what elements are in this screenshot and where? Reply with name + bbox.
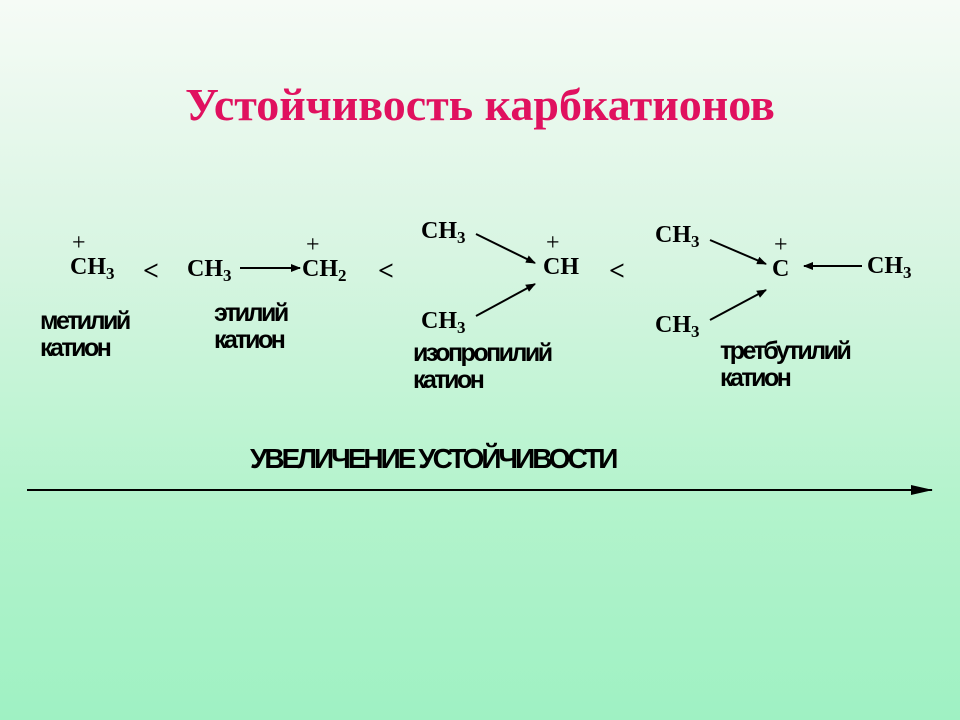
isopropyl-bottom-arrow <box>475 283 536 317</box>
tertbutyl-substituent-top: CH3 <box>655 222 700 252</box>
comparator-2: < <box>378 256 394 287</box>
isopropyl-bottom-group: CH <box>421 308 457 334</box>
methyl-name: метилий катион <box>40 307 131 362</box>
methyl-subscript: 3 <box>106 264 115 283</box>
methyl-charge: + <box>72 230 86 256</box>
ethyl-center: CH2 <box>302 256 347 286</box>
trend-label: УВЕЛИЧЕНИЕ УСТОЙЧИВОСТИ <box>250 443 618 474</box>
ethyl-center-subscript: 2 <box>338 266 347 285</box>
tertbutyl-name-line2: катион <box>720 364 792 392</box>
isopropyl-top-arrow <box>475 233 536 264</box>
ethyl-charge: + <box>306 232 320 258</box>
methyl-name-line2: катион <box>40 334 112 362</box>
tertbutyl-substituent-right: CH3 <box>867 253 912 283</box>
ethyl-name: этилий катион <box>214 299 289 354</box>
methyl-formula: CH3 <box>70 254 115 284</box>
tertbutyl-substituent-bottom: CH3 <box>655 312 700 342</box>
ethyl-substituent-group: CH <box>187 256 223 282</box>
isopropyl-name-line1: изопропилий <box>413 339 553 367</box>
tertbutyl-name-line1: третбутилий <box>720 337 852 365</box>
methyl-group: CH <box>70 254 106 280</box>
ethyl-substituent-subscript: 3 <box>223 266 232 285</box>
ethyl-name-line1: этилий <box>214 299 289 327</box>
tertbutyl-right-subscript: 3 <box>903 263 912 282</box>
isopropyl-bottom-subscript: 3 <box>457 318 466 337</box>
isopropyl-top-subscript: 3 <box>457 228 466 247</box>
tertbutyl-center: C <box>772 256 790 282</box>
isopropyl-charge: + <box>546 230 560 256</box>
isopropyl-substituent-bottom: CH3 <box>421 308 466 338</box>
comparator-3: < <box>609 256 625 287</box>
tertbutyl-bottom-group: CH <box>655 312 691 338</box>
tertbutyl-charge: + <box>774 232 788 258</box>
ethyl-center-group: CH <box>302 256 338 282</box>
isopropyl-substituent-top: CH3 <box>421 218 466 248</box>
comparator-1: < <box>143 256 159 287</box>
tertbutyl-bottom-arrow <box>709 289 767 321</box>
ethyl-name-line2: катион <box>214 326 286 354</box>
tertbutyl-top-group: CH <box>655 222 691 248</box>
tertbutyl-top-subscript: 3 <box>691 232 700 251</box>
tertbutyl-right-group: CH <box>867 253 903 279</box>
methyl-name-line1: метилий <box>40 307 131 335</box>
isopropyl-name: изопропилий катион <box>413 339 553 394</box>
ethyl-substituent: CH3 <box>187 256 232 286</box>
isopropyl-top-group: CH <box>421 218 457 244</box>
isopropyl-name-line2: катион <box>413 366 485 394</box>
tertbutyl-top-arrow <box>709 239 767 265</box>
isopropyl-center: CH <box>543 254 579 280</box>
slide-title: Устойчивость карбкатионов <box>185 79 775 130</box>
tertbutyl-bottom-subscript: 3 <box>691 322 700 341</box>
tertbutyl-name: третбутилий катион <box>720 337 852 392</box>
